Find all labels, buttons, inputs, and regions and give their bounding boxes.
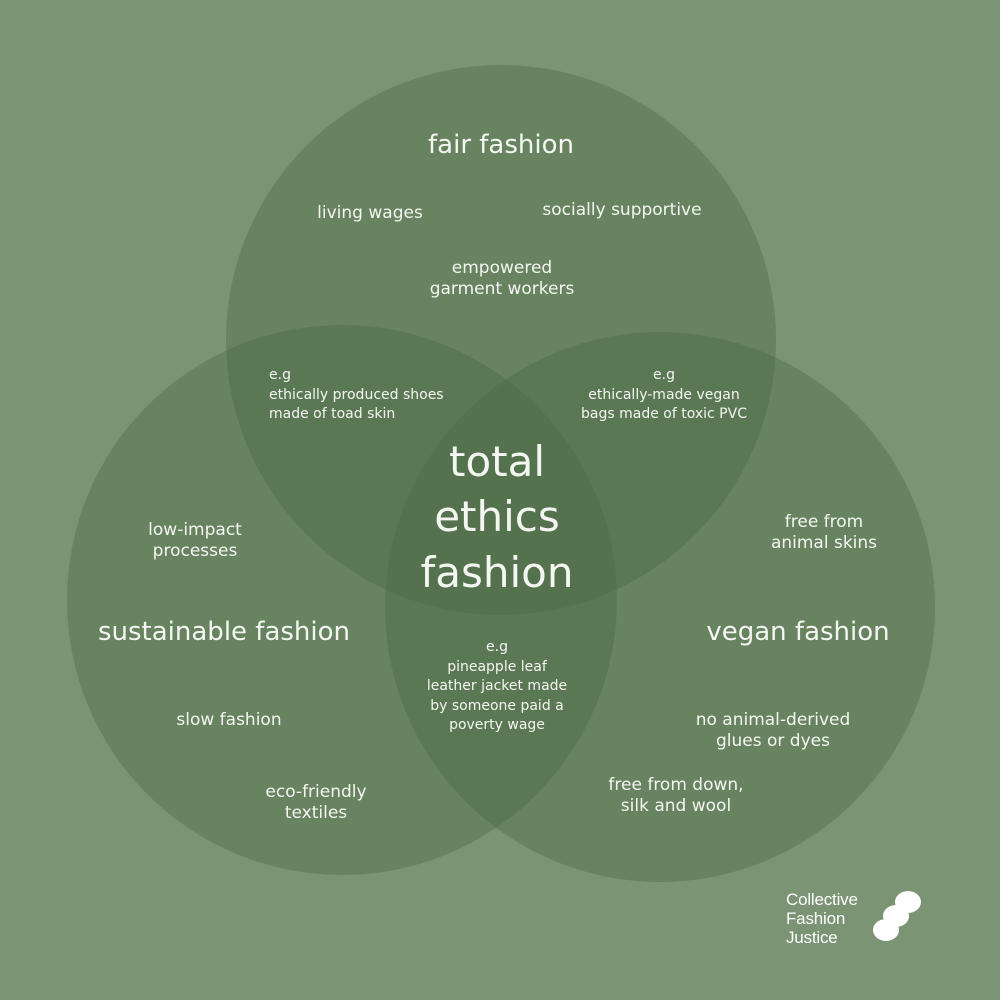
vegan-fashion-title: vegan fashion	[706, 617, 890, 647]
sustainable-fashion-title: sustainable fashion	[97, 617, 351, 647]
vegan-item-free-from-skins: free from animal skins	[770, 512, 878, 554]
logo-circles-icon	[873, 891, 921, 941]
sustainable-item-low-impact: low-impact processes	[148, 520, 242, 562]
logo-text: Collective Fashion Justice	[786, 890, 858, 948]
sustainable-item-eco-friendly: eco-friendly textiles	[265, 782, 367, 824]
total-ethics-fashion-title: total ethics fashion	[420, 437, 574, 597]
vegan-item-no-animal-glues: no animal-derived glues or dyes	[695, 710, 851, 752]
fair-item-empowered-workers: empowered garment workers	[429, 258, 575, 300]
collective-fashion-justice-logo: Collective Fashion Justice	[786, 888, 926, 948]
fair-fashion-title: fair fashion	[428, 130, 574, 160]
overlap-sustainable-vegan-example: e.g pineapple leaf leather jacket made b…	[426, 639, 568, 734]
sustainable-fashion-circle	[67, 325, 617, 875]
fair-fashion-circle	[226, 65, 776, 615]
fair-item-living-wages: living wages	[317, 203, 423, 223]
vegan-item-free-from-down: free from down, silk and wool	[608, 775, 744, 817]
overlap-fair-vegan-example: e.g ethically-made vegan bags made of to…	[581, 367, 747, 423]
overlap-fair-sustainable-example: e.g ethically produced shoes made of toa…	[269, 367, 444, 423]
sustainable-item-slow-fashion: slow fashion	[176, 710, 282, 730]
fair-item-socially-supportive: socially supportive	[542, 200, 702, 220]
vegan-fashion-circle	[385, 332, 935, 882]
